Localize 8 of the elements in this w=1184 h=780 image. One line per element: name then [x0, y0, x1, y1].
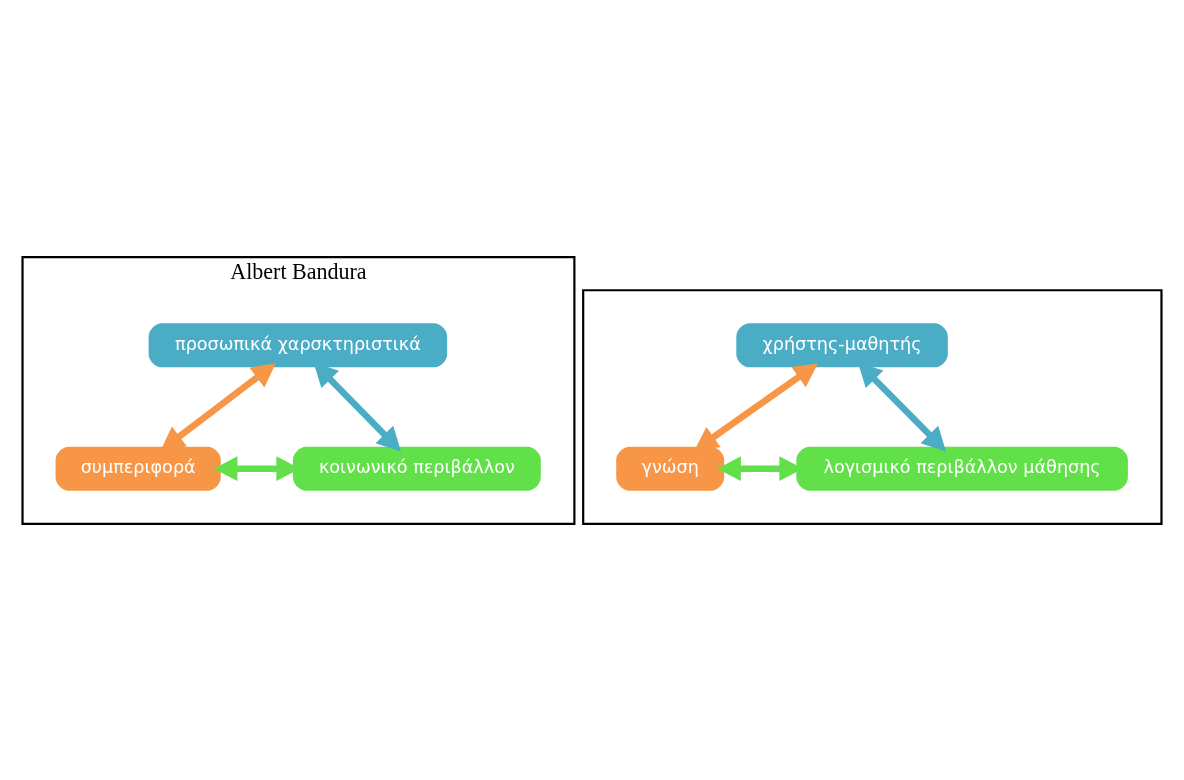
- arrow: [694, 362, 818, 451]
- node-box: γνώση: [616, 446, 725, 491]
- cluster: [582, 288, 1163, 525]
- node-box: συμπεριφορά: [55, 446, 221, 491]
- node-box: χρήστης-μαθητής: [736, 322, 948, 367]
- node-box: κοινωνικό περιβάλλον: [292, 446, 541, 491]
- node-box: προσωπικά χαρσκτηριστικά: [148, 322, 448, 367]
- node-box: λογισμικό περιβάλλον μάθησης: [796, 446, 1128, 491]
